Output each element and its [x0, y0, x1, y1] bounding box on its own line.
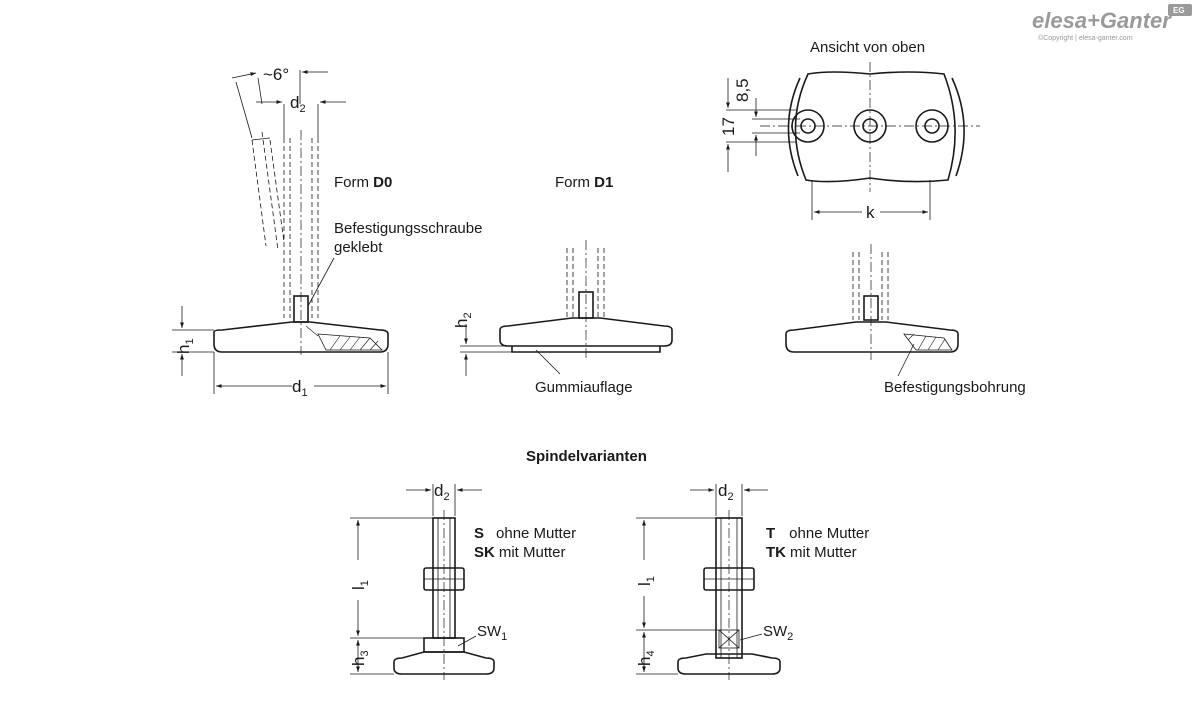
d0-hatching — [305, 325, 383, 351]
screw-note-line1: Befestigungsschraube — [334, 220, 482, 237]
form-bore-drawing — [785, 244, 959, 377]
dim-l1-t: l1 — [635, 576, 657, 586]
dim-d2-t: d2 — [718, 481, 734, 503]
dim-l1-s: l1 — [349, 580, 371, 590]
top-view-drawing: 8,5 17 k — [719, 62, 980, 222]
dim-sw2: SW2 — [763, 623, 793, 643]
dim-h1: h1 — [174, 338, 196, 354]
spindle-t-drawing: d2 l1 h4 SW2 — [635, 481, 793, 680]
dim-17: 17 — [719, 117, 738, 136]
spindle-s-drawing: d2 l1 h3 SW1 — [349, 481, 507, 680]
logo-badge-icon — [1168, 4, 1192, 16]
form-d0-label: Form D0 — [334, 174, 392, 191]
angle-label: ~6° — [263, 65, 289, 84]
dim-8-5: 8,5 — [733, 78, 752, 102]
logo-wordmark: elesa+Ganter — [1032, 8, 1172, 33]
form-d1-label: Form D1 — [555, 174, 613, 191]
dim-h3: h3 — [349, 650, 371, 666]
bore-label: Befestigungsbohrung — [884, 379, 1026, 396]
bore-hatching — [903, 333, 953, 351]
dim-sw1: SW1 — [477, 623, 507, 643]
screw-note-line2: geklebt — [334, 239, 383, 256]
form-d1-drawing: h2 — [452, 240, 673, 376]
top-view-title: Ansicht von oben — [810, 39, 925, 56]
dim-d1: d1 — [292, 377, 308, 399]
dim-d2-d0: d2 — [290, 93, 306, 115]
dim-d2-s: d2 — [434, 481, 450, 503]
form-d0-drawing: ~6° d2 h1 — [172, 65, 389, 399]
spindle-variants-title: Spindelvarianten — [526, 448, 647, 465]
dim-h4: h4 — [635, 650, 657, 666]
logo-badge-text: EG — [1173, 6, 1185, 15]
brand-logo: elesa+Ganter EG ©Copyright | elesa-gante… — [1032, 4, 1192, 42]
logo-copyright: ©Copyright | elesa-ganter.com — [1038, 34, 1133, 42]
rubber-pad-label: Gummiauflage — [535, 379, 633, 396]
dim-k: k — [866, 203, 875, 222]
dim-h2: h2 — [452, 312, 474, 328]
